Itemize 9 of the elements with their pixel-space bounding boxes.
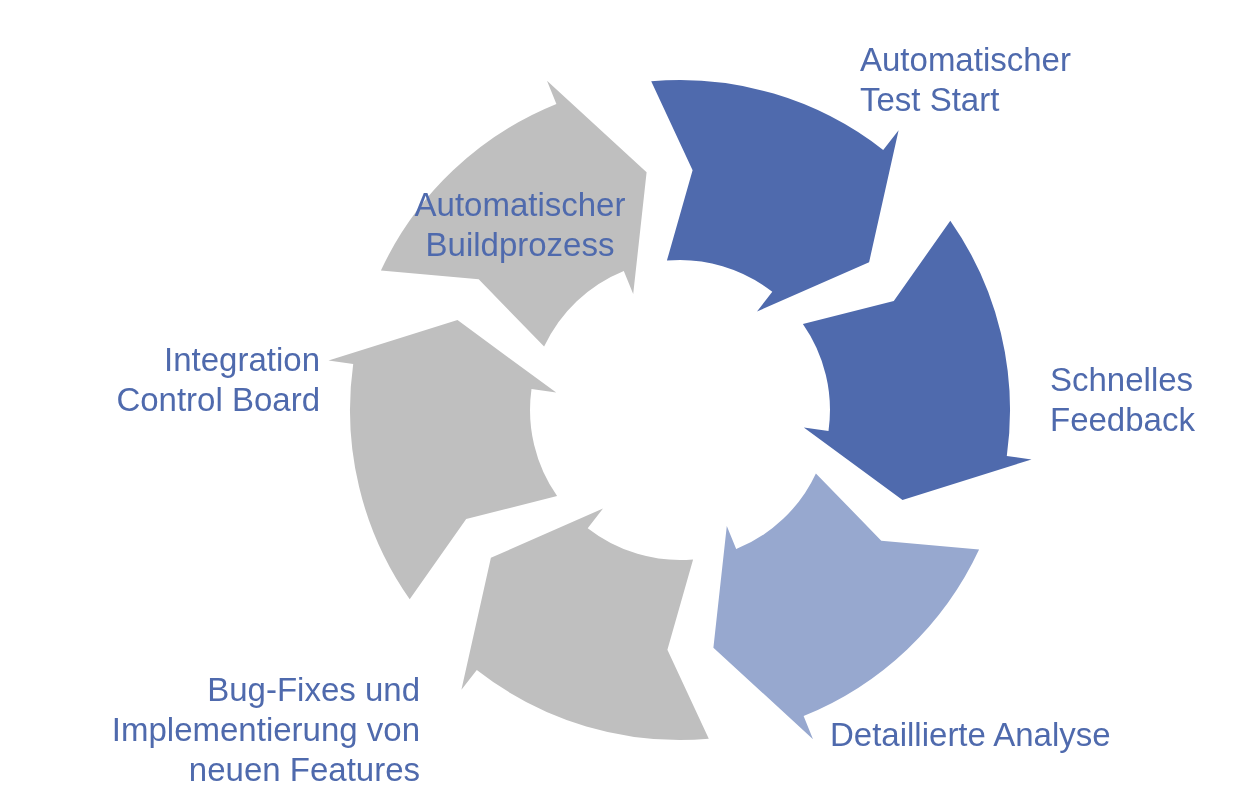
step-label: Automatischer Test Start [860, 40, 1072, 120]
cycle-arrow-segment [328, 320, 558, 600]
cycle-arrow-segment [461, 508, 709, 740]
step-label: Detaillierte Analyse [830, 715, 1112, 755]
step-label: Integration Control Board [115, 340, 320, 420]
step-label: Schnelles Feedback [1050, 360, 1196, 440]
cycle-arrow-segment [380, 80, 647, 347]
step-label: Bug-Fixes und Implementierung von neuen Features [110, 670, 420, 790]
cycle-arrow-segment [802, 220, 1032, 500]
